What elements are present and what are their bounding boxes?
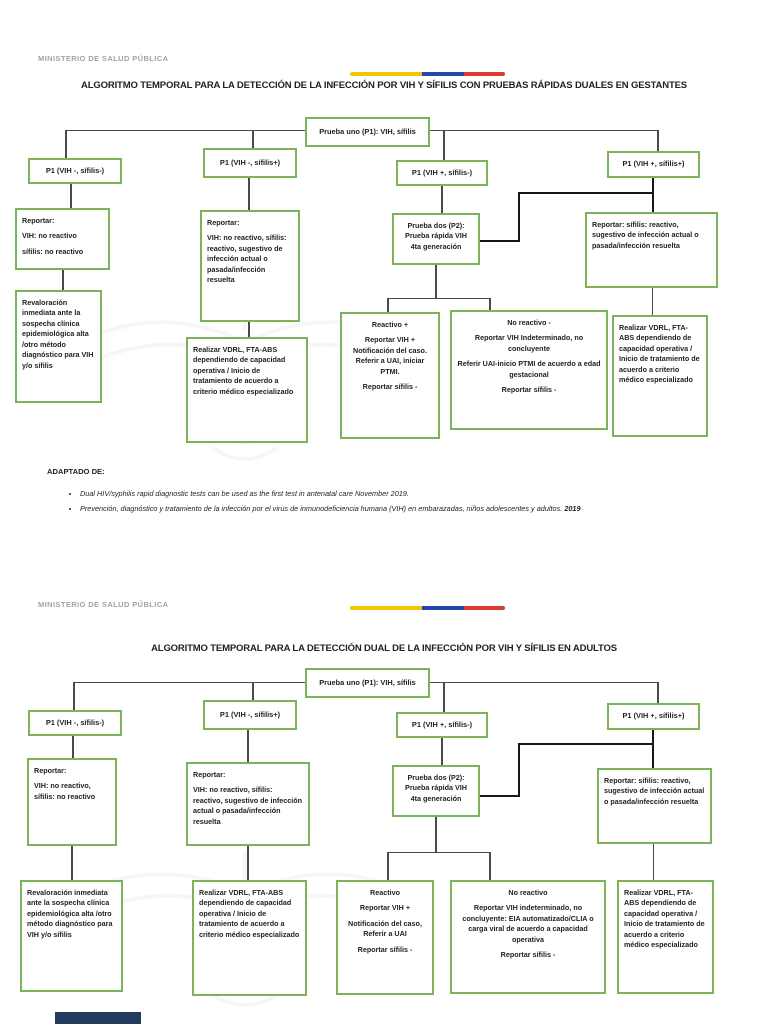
connector-line <box>652 288 653 318</box>
connector-line <box>518 192 654 194</box>
node-report-neg-neg: Reportar:VIH: no reactivo, sífilis: no r… <box>27 758 117 846</box>
node-prueba-dos: Prueba dos (P2): Prueba rápida VIH 4ta g… <box>392 765 480 817</box>
connector-line <box>657 130 659 151</box>
connector-line <box>518 743 520 797</box>
node-no-reactivo: No reactivo -Reportar VIH Indeterminado,… <box>450 310 608 430</box>
adaptado-item-text: Prevención, diagnóstico y tratamiento de… <box>80 504 565 514</box>
node-p1-pos-pos: P1 (VIH +, sífilis+) <box>607 151 700 178</box>
connector-line <box>387 852 389 880</box>
adaptado-item-text: Dual HIV/syphilis rapid diagnostic tests… <box>80 489 409 498</box>
node-p1-neg-neg: P1 (VIH -, sífilis-) <box>28 158 122 184</box>
flag-divider <box>350 72 505 76</box>
flag-yellow-segment <box>350 72 422 76</box>
connector-line <box>387 298 490 299</box>
connector-line <box>430 130 658 131</box>
connector-line <box>652 730 654 768</box>
connector-line <box>387 298 389 312</box>
flag-red-segment <box>464 72 505 76</box>
page-footer-bar <box>55 1012 141 1024</box>
connector-line <box>73 682 75 710</box>
node-reactivo: Reactivo +Reportar VIH + Notificación de… <box>340 312 440 439</box>
connector-line <box>73 682 305 683</box>
connector-line <box>70 184 72 208</box>
node-report-pos-pos: Reportar: sífilis: reactivo, sugestivo d… <box>597 768 712 844</box>
connector-line <box>441 186 443 213</box>
connector-line <box>443 682 445 712</box>
connector-line <box>652 178 654 212</box>
flag-divider <box>350 606 505 610</box>
connector-line <box>489 298 491 310</box>
connector-line <box>247 730 249 762</box>
connector-line <box>71 846 73 880</box>
connector-line <box>247 846 249 880</box>
node-realizar-vdrl-branch4: Realizar VDRL, FTA-ABS dependiendo de ca… <box>617 880 714 994</box>
connector-line <box>653 844 654 880</box>
connector-line <box>387 852 490 853</box>
connector-line <box>435 265 437 298</box>
node-p1-pos-neg: P1 (VIH +, sífilis-) <box>396 712 488 738</box>
connector-line <box>248 322 250 337</box>
flag-yellow-segment <box>350 606 422 610</box>
connector-line <box>65 130 305 131</box>
node-p1-neg-pos: P1 (VIH -, sífilis+) <box>203 148 297 178</box>
flag-blue-segment <box>422 606 464 610</box>
connector-line <box>443 130 445 160</box>
connector-line <box>72 736 74 758</box>
node-p1-root: Prueba uno (P1): VIH, sífilis <box>305 117 430 147</box>
flag-red-segment <box>464 606 505 610</box>
node-revaloracion: Revaloración inmediata ante la sospecha … <box>20 880 123 992</box>
adaptado-item-year: 2019 <box>564 504 581 514</box>
connector-line <box>252 682 254 700</box>
connector-line <box>65 130 67 158</box>
page2-title: ALGORITMO TEMPORAL PARA LA DETECCIÓN DUA… <box>151 643 617 654</box>
page1-title: ALGORITMO TEMPORAL PARA LA DETECCIÓN DE … <box>81 80 687 91</box>
node-p1-root: Prueba uno (P1): VIH, sífilis <box>305 668 430 698</box>
connector-line <box>252 130 254 148</box>
node-realizar-vdrl-branch4: Realizar VDRL, FTA-ABS dependiendo de ca… <box>612 315 708 437</box>
adaptado-item: Prevención, diagnóstico y tratamiento de… <box>80 503 680 514</box>
connector-line <box>441 738 443 765</box>
connector-line <box>518 192 520 242</box>
connector-line <box>435 817 437 852</box>
node-realizar-vdrl-branch2: Realizar VDRL, FTA-ABS dependiendo de ca… <box>192 880 307 996</box>
connector-line <box>518 743 654 745</box>
connector-line <box>480 240 520 242</box>
node-p1-neg-neg: P1 (VIH -, sífilis-) <box>28 710 122 736</box>
node-p1-pos-pos: P1 (VIH +, sífilis+) <box>607 703 700 730</box>
adaptado-list: Dual HIV/syphilis rapid diagnostic tests… <box>62 488 680 519</box>
node-report-pos-pos: Reportar: sífilis: reactivo, sugestivo d… <box>585 212 718 288</box>
connector-line <box>489 852 491 880</box>
node-report-neg-pos: Reportar:VIH: no reactivo, sífilis: reac… <box>200 210 300 322</box>
node-p1-neg-pos: P1 (VIH -, sífilis+) <box>203 700 297 730</box>
adaptado-label: ADAPTADO DE: <box>47 467 105 476</box>
connector-line <box>62 270 64 290</box>
node-report-neg-pos: Reportar:VIH: no reactivo, sífilis: reac… <box>186 762 310 846</box>
node-revaloracion: Revaloración inmediata ante la sospecha … <box>15 290 102 403</box>
flag-blue-segment <box>422 72 464 76</box>
connector-line <box>480 795 520 797</box>
connector-line <box>430 682 658 683</box>
node-p1-pos-neg: P1 (VIH +, sífilis-) <box>396 160 488 186</box>
node-prueba-dos: Prueba dos (P2): Prueba rápida VIH 4ta g… <box>392 213 480 265</box>
connector-line <box>248 178 250 210</box>
ministry-header: MINISTERIO DE SALUD PÚBLICA <box>38 54 169 63</box>
adaptado-item: Dual HIV/syphilis rapid diagnostic tests… <box>80 488 680 499</box>
ministry-header: MINISTERIO DE SALUD PÚBLICA <box>38 600 169 609</box>
connector-line <box>657 682 659 703</box>
node-realizar-vdrl-branch2: Realizar VDRL, FTA-ABS dependiendo de ca… <box>186 337 308 443</box>
